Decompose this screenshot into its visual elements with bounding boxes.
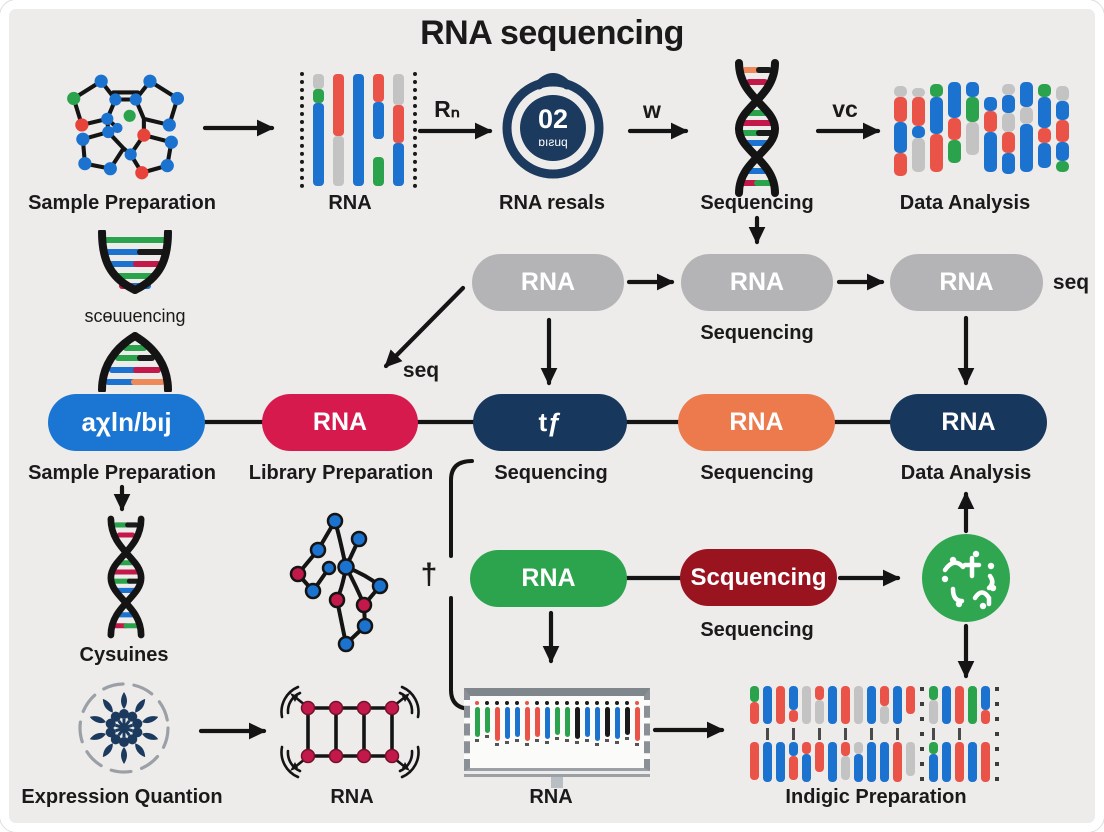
label-seq-diagonal: seq xyxy=(402,359,440,382)
trace-bars xyxy=(470,696,644,746)
branching-molecule-circle-icon xyxy=(920,532,1012,624)
pill-navy-t: tƒ xyxy=(473,394,627,451)
gel-lanes xyxy=(313,74,404,186)
label-library-preparation: Library Preparation xyxy=(248,462,434,484)
label-sample-preparation-2: Sample Preparation xyxy=(28,462,216,484)
label-data-analysis-2: Data Analysis xyxy=(900,462,1032,484)
label-sequencing-4: Sequencing xyxy=(700,462,814,484)
label-cysuines: Cysuines xyxy=(79,644,169,666)
gel-lanes-icon xyxy=(300,72,417,188)
label-seq-side: seq xyxy=(1052,271,1090,294)
graph-network-icon xyxy=(285,510,400,660)
label-sample-preparation-1: Sample Preparation xyxy=(28,192,216,214)
label-sequencing-3: Sequencing xyxy=(494,462,608,484)
cysuines-helix-icon xyxy=(84,512,168,642)
dagger-symbol: † xyxy=(420,558,438,591)
rosette-expression-icon xyxy=(74,678,174,778)
pill-green-rna: RNA xyxy=(470,550,627,607)
label-sequencing-gray: Sequencing xyxy=(700,322,814,344)
helix-garbled-text: scɵuuencing xyxy=(84,306,185,326)
pill-crimson-rna: RNA xyxy=(262,394,418,451)
label-rna-1: RNA xyxy=(328,192,372,214)
gray-pill-3: RNA xyxy=(890,254,1043,311)
arrow-diagonal-seq xyxy=(383,285,466,369)
label-rna-ladder: RNA xyxy=(330,786,374,808)
barcode-pairs-icon xyxy=(750,686,1000,782)
label-rna-trace: RNA xyxy=(529,786,573,808)
label-indigic-preparation: Indigic Preparation xyxy=(785,786,967,808)
sequencing-text-helix-icon: scɵuuencing xyxy=(70,230,200,392)
arrow-label-w: w xyxy=(643,97,661,123)
brace-bracket xyxy=(449,459,474,711)
dna-helix-icon xyxy=(707,56,807,200)
label-sequencing-1: Sequencing xyxy=(700,192,814,214)
pill-orange-rna: RNA xyxy=(678,394,835,451)
panel-underline xyxy=(464,774,650,777)
stacked-bars-icon xyxy=(894,82,1069,178)
gray-pill-2: RNA xyxy=(681,254,833,311)
label-sequencing-5: Sequencing xyxy=(700,619,814,641)
sequencer-panel-icon xyxy=(464,688,650,788)
pill-navy-rna: RNA xyxy=(890,394,1047,451)
arrow-label-vc: vc xyxy=(832,96,858,122)
ladder-grid-icon xyxy=(280,678,420,782)
stacked-bars xyxy=(894,82,1069,178)
badge-subtext: ɒıƨuq xyxy=(538,135,567,149)
label-rna-resals: RNA resals xyxy=(499,192,605,214)
badge-number: 02 xyxy=(538,104,568,134)
gray-pill-1: RNA xyxy=(472,254,624,311)
label-expression-quantion: Expression Quantion xyxy=(21,786,223,808)
arrow-label-rn: Rₙ xyxy=(434,96,460,122)
pill-darkred-scquencing: Scquencing xyxy=(680,549,837,606)
page-title: RNA sequencing xyxy=(420,14,684,52)
badge-02-icon: 02 ɒıƨuq xyxy=(498,66,608,184)
molecule-icon xyxy=(52,68,190,188)
panel-tab xyxy=(551,777,563,788)
label-data-analysis-1: Data Analysis xyxy=(899,192,1031,214)
pill-blue-aln: aχln/bıj xyxy=(48,394,205,451)
